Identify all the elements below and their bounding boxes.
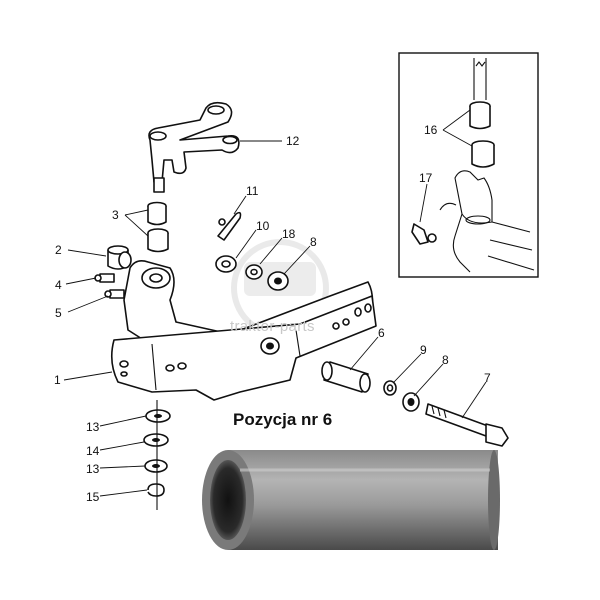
callout-2: 2 [55, 243, 62, 257]
leader-lines [63, 109, 487, 497]
lever-arm-12 [148, 101, 240, 193]
washer-9 [383, 380, 397, 396]
callout-13-upper: 13 [86, 420, 100, 434]
callout-11: 11 [246, 184, 259, 198]
washer-18 [245, 264, 263, 280]
callout-4: 4 [55, 278, 62, 292]
front-axle-housing-1 [110, 260, 377, 401]
grease-nipple-5 [104, 289, 125, 299]
callout-8-upper: 8 [310, 235, 317, 249]
callout-7: 7 [484, 371, 491, 385]
bushing-2 [107, 245, 132, 270]
caption-title: Pozycja nr 6 [233, 410, 333, 429]
cotter-pin-11 [217, 211, 242, 241]
bushing-3-lower [147, 228, 169, 253]
bushing-16-upper [469, 101, 491, 130]
sleeve-photo [202, 450, 500, 550]
washer-13-lower [144, 459, 168, 473]
bolt-7 [425, 403, 509, 447]
callout-10: 10 [256, 219, 270, 233]
callout-5: 5 [55, 306, 62, 320]
bushing-16-lower [471, 140, 495, 168]
callout-14: 14 [86, 444, 100, 458]
watermark-text: traktor-parts [230, 318, 315, 335]
circlip-15 [147, 483, 165, 497]
callout-9: 9 [420, 343, 427, 357]
grease-nipple-4 [94, 273, 115, 283]
callout-18: 18 [282, 227, 296, 241]
callout-labels: 1 2 3 4 5 6 7 8 8 9 10 11 12 13 13 14 15… [54, 123, 491, 504]
grease-nipple-17 [411, 223, 437, 245]
pivot-bushing-6 [321, 361, 371, 393]
callout-16: 16 [424, 123, 438, 137]
callout-1: 1 [54, 373, 61, 387]
callout-13-lower: 13 [86, 462, 100, 476]
callout-3: 3 [112, 208, 119, 222]
inset-detail-box [398, 52, 539, 278]
callout-6: 6 [378, 326, 385, 340]
bushing-3-upper [147, 201, 167, 226]
washer-8-upper [267, 271, 289, 291]
callout-12: 12 [286, 134, 300, 148]
washer-14 [143, 433, 169, 447]
callout-17: 17 [419, 171, 433, 185]
castle-nut-10 [215, 255, 237, 273]
washer-13-upper [145, 409, 171, 423]
callout-8-lower: 8 [442, 353, 449, 367]
callout-15: 15 [86, 490, 100, 504]
washer-8-lower [402, 392, 420, 412]
